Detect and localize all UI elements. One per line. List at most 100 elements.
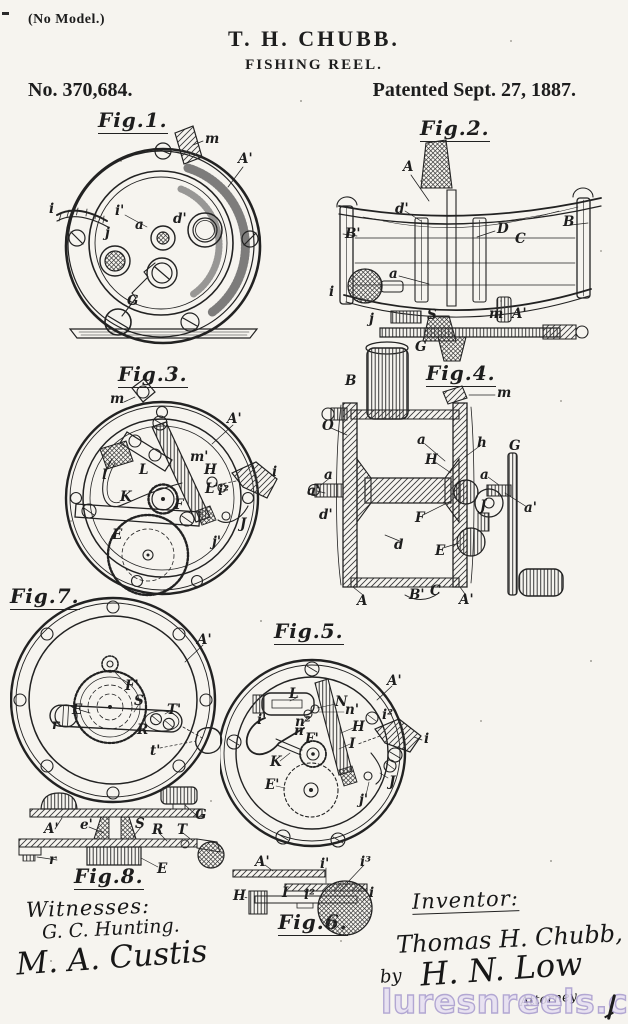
- part-label-fig4-a: a: [324, 469, 333, 483]
- part-label-fig4-d: d: [394, 539, 403, 553]
- watermark: luresnreels.com: [381, 982, 628, 1021]
- part-label-fig5-i: i: [424, 733, 429, 747]
- part-label-fig4-A: A: [357, 595, 367, 609]
- part-label-fig4-d: d': [319, 509, 333, 523]
- part-label-fig3-H: H: [204, 464, 217, 478]
- part-label-fig4-B: B: [345, 375, 356, 389]
- fig3-drawing: [40, 365, 320, 600]
- part-label-fig1-i: i': [115, 205, 124, 219]
- part-label-fig6-i: i³: [360, 856, 371, 870]
- part-label-fig4-F: F: [415, 512, 425, 526]
- part-label-fig7-t: t': [150, 745, 160, 759]
- part-label-fig2-B: B: [563, 216, 574, 230]
- part-label-fig5-E: E': [265, 779, 279, 793]
- part-label-fig3-i: i: [272, 466, 277, 480]
- part-label-fig2-A: A': [512, 308, 527, 322]
- part-label-fig6-i: i: [369, 887, 374, 901]
- part-label-fig3-E: E: [112, 529, 122, 543]
- part-label-fig3-L: L: [139, 464, 149, 478]
- part-label-fig4-C: C: [430, 585, 441, 599]
- figure-6: A'i'i³HIi²i: [225, 850, 400, 940]
- part-label-fig1-d: d': [173, 213, 187, 227]
- part-label-fig1-G: G: [127, 295, 139, 309]
- part-label-fig5-i: i²: [382, 709, 393, 723]
- part-label-fig7-T: T': [167, 704, 181, 718]
- scan-noise: [300, 100, 302, 102]
- invention-subtitle: FISHING REEL.: [0, 57, 628, 74]
- patent-number: No. 370,684.: [28, 79, 132, 102]
- part-label-fig8-G: G: [195, 809, 207, 823]
- part-label-fig5-L: L: [289, 688, 299, 702]
- figure-4: BmOahGHaa'd'aa'FJdEAB'CA': [305, 365, 615, 610]
- part-label-fig1-j: j: [105, 227, 110, 241]
- part-label-fig7-r: r: [52, 719, 59, 733]
- part-label-fig1-A: A': [238, 153, 253, 167]
- figure-3: mA'lLm'HiL'i²KFJEj': [40, 365, 320, 600]
- part-label-fig1-a: a: [135, 219, 144, 233]
- part-label-fig3-F: F: [174, 499, 184, 513]
- part-label-fig1-i: i: [49, 203, 54, 217]
- part-label-fig6-i: i': [320, 858, 329, 872]
- part-label-fig4-O: O: [322, 420, 334, 434]
- part-label-fig4-H: H: [425, 454, 438, 468]
- inventor-heading: Inventor:: [412, 886, 520, 915]
- part-label-fig6-H: H: [233, 890, 246, 904]
- part-label-fig4-J: J: [480, 500, 486, 514]
- part-label-fig5-i: i': [257, 714, 266, 728]
- part-label-fig8-E: E: [157, 863, 167, 877]
- figure-8: GA'e'SRTrE: [15, 785, 230, 890]
- part-label-fig3-K: K: [120, 491, 132, 505]
- part-label-fig8-S: S: [135, 818, 145, 832]
- part-label-fig8-A: A': [44, 823, 59, 837]
- fig1-drawing: [35, 105, 320, 350]
- part-label-fig8-R: R: [152, 824, 163, 838]
- part-label-fig4-a: a: [480, 469, 489, 483]
- part-label-fig2-m: m: [489, 308, 503, 322]
- part-label-fig3-L: L': [205, 483, 219, 497]
- part-label-fig5-j: j': [359, 794, 368, 808]
- patent-date: Patented Sept. 27, 1887.: [373, 79, 576, 102]
- part-label-fig8-r: r: [49, 854, 56, 868]
- part-label-fig7-R: R: [137, 724, 148, 738]
- part-label-fig3-j: j': [212, 536, 221, 550]
- part-label-fig4-a: a': [307, 485, 320, 499]
- part-label-fig5-K: K: [270, 756, 282, 770]
- part-label-fig2-S: S: [427, 309, 437, 323]
- part-label-fig3-i: i²: [218, 485, 229, 499]
- fig8-drawing: [15, 785, 230, 890]
- part-label-fig7-E: E: [72, 704, 82, 718]
- part-label-fig3-l: l: [102, 469, 107, 483]
- part-label-fig2-B: B': [345, 228, 361, 242]
- figure-5: A'LNn'i'n²nHi²F'IiKE'Jj': [220, 625, 435, 860]
- part-label-fig2-a: a: [389, 268, 398, 282]
- part-label-fig3-A: A': [227, 413, 242, 427]
- scan-artifact: [2, 12, 9, 15]
- part-label-fig5-n: n': [345, 704, 359, 718]
- part-label-fig6-i: i²: [304, 889, 315, 903]
- part-label-fig5-I: I: [349, 738, 355, 752]
- part-label-fig2-C: C: [515, 233, 526, 247]
- part-label-fig5-n: n: [294, 725, 304, 739]
- part-label-fig6-A: A': [255, 856, 270, 870]
- part-label-fig2-d: d': [395, 203, 409, 217]
- figure-1: mA' i i' a d' jG: [35, 105, 320, 350]
- part-label-fig3-J: J: [240, 518, 246, 532]
- part-label-fig3-m: m: [110, 393, 124, 407]
- part-label-fig8-e: e': [80, 819, 93, 833]
- part-label-fig1-m: m: [205, 133, 219, 147]
- part-label-fig4-A: A': [459, 594, 474, 608]
- part-label-fig2-D: D: [497, 223, 509, 237]
- part-label-fig7-S: S: [134, 695, 144, 709]
- part-label-fig2-j: j: [369, 313, 374, 327]
- part-label-fig4-h: h: [477, 437, 487, 451]
- part-label-fig2-A: A: [403, 161, 413, 175]
- fig5-drawing: [220, 625, 435, 860]
- part-label-fig5-H: H: [352, 721, 365, 735]
- part-label-fig2-G: G: [415, 341, 427, 355]
- part-label-fig4-G: G: [509, 440, 521, 454]
- part-label-fig4-E: E: [435, 545, 445, 559]
- part-label-fig5-A: A': [387, 675, 402, 689]
- part-label-fig5-F: F': [305, 733, 319, 747]
- part-label-fig4-a: a: [417, 434, 426, 448]
